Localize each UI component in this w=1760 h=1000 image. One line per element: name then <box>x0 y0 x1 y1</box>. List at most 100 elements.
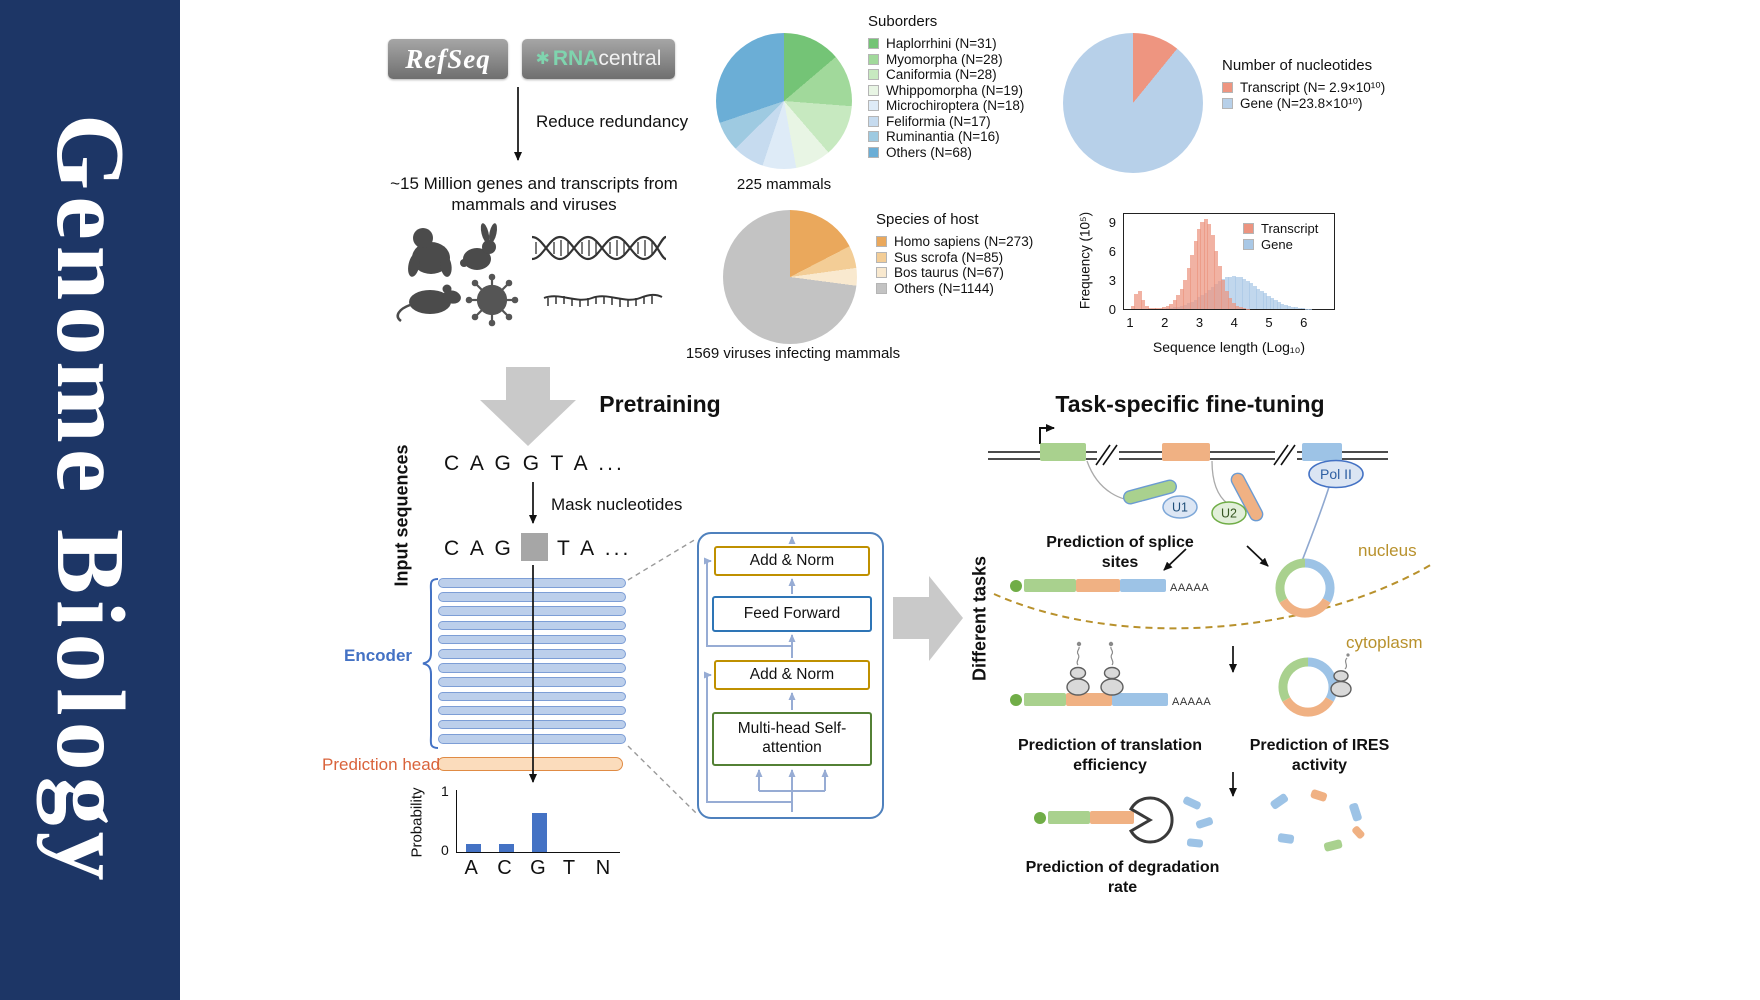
legend-swatch <box>868 69 879 80</box>
hist-xtick: 3 <box>1195 315 1204 330</box>
legend-item: Bos taurus (N=67) <box>876 266 1033 279</box>
circrna-nucleus <box>1275 558 1335 618</box>
encoder-layer <box>438 677 626 687</box>
hist-bar <box>1221 279 1226 309</box>
hist-bar <box>1148 307 1153 309</box>
hist-bar <box>1256 288 1261 309</box>
journal-title: Genome Biology <box>36 113 144 887</box>
encoder-stack <box>438 578 626 748</box>
host-legend-title: Species of host <box>876 211 979 228</box>
legend-label: Bos taurus (N=67) <box>894 265 1004 280</box>
encoder-layer <box>438 606 626 616</box>
dataset-size-line2: mammals and viruses <box>451 195 617 214</box>
dataset-size-line1: ~15 Million genes and transcripts from <box>390 174 678 193</box>
polya-tail: AAAAA <box>1170 582 1209 594</box>
legend-label: Transcript (N= 2.9×10¹⁰) <box>1240 80 1386 95</box>
hist-bar <box>1235 305 1240 309</box>
gene-track <box>988 424 1388 505</box>
nascent-peptide <box>1076 641 1114 666</box>
feed-forward-box: Feed Forward <box>712 596 872 632</box>
hist-bar <box>1297 307 1302 309</box>
legend-swatch <box>1243 223 1254 234</box>
nucleotides-legend: Number of nucleotides Transcript (N= 2.9… <box>1222 57 1385 112</box>
viruses-pie-caption: 1569 viruses infecting mammals <box>685 345 901 362</box>
legend-item: Others (N=1144) <box>876 281 1033 295</box>
hist-bar <box>1134 294 1139 309</box>
hist-xlabel: Sequence length (Log₁₀) <box>1152 339 1306 355</box>
legend-swatch <box>868 53 879 65</box>
rabbit-icon <box>460 223 498 270</box>
hist-bar <box>1245 280 1250 309</box>
hist-bar <box>1176 295 1181 309</box>
legend-item: Whippomorpha (N=19) <box>868 83 1024 97</box>
hist-bar <box>1200 221 1205 309</box>
legend-label: Others (N=68) <box>886 144 972 160</box>
virus-hosts-pie <box>723 210 857 344</box>
different-tasks-label: Different tasks <box>969 555 990 682</box>
mouse-icon <box>396 284 461 323</box>
prob-plot <box>456 790 620 853</box>
transformer-connections <box>704 536 829 812</box>
hist-bar <box>1273 300 1278 309</box>
mrna-cap <box>1010 694 1022 706</box>
encoder-layer <box>438 705 626 716</box>
hist-ylabel: Frequency (10⁵) <box>1077 211 1093 310</box>
host-species-legend: Species of host Homo sapiens (N=273) Sus… <box>876 211 1033 297</box>
hist-plot <box>1123 213 1335 310</box>
input-sequence-masked-left: C A G <box>444 537 514 560</box>
hist-bar <box>1165 305 1170 309</box>
hist-bar <box>1162 307 1167 309</box>
hist-xtick: 2 <box>1161 315 1169 330</box>
mammal-suborders-pie <box>716 33 852 169</box>
prob-ytick-1: 1 <box>441 783 449 799</box>
hist-bar <box>1151 308 1156 309</box>
task-ires-label: Prediction of IRES activity <box>1249 737 1390 774</box>
legend-label: Sus scrofa (N=85) <box>894 249 1004 265</box>
hist-xtick: 6 <box>1300 315 1308 330</box>
finetuning-title: Task-specific fine-tuning <box>1055 391 1325 417</box>
task-splice-label: Prediction of splice sites <box>1046 534 1194 571</box>
hist-xtick: 4 <box>1230 315 1238 330</box>
pol2-group: Pol II <box>1301 459 1364 562</box>
legend-item: Myomorpha (N=28) <box>868 52 1024 66</box>
legend-item: Others (N=68) <box>868 144 1024 160</box>
encoder-layer <box>438 734 626 744</box>
cytoplasm-label: cytoplasm <box>1346 633 1423 652</box>
hist-bar <box>1228 276 1233 309</box>
hist-bar <box>1294 307 1299 309</box>
zoom-connector-lines <box>627 538 697 814</box>
hist-bar <box>1144 306 1149 309</box>
encoder-layer <box>438 634 626 645</box>
legend-label: Gene <box>1261 236 1293 252</box>
journal-spine: Genome Biology <box>0 0 180 1000</box>
legend-swatch <box>1222 82 1233 93</box>
mask-token-box <box>521 533 548 561</box>
encoder-brace <box>422 578 439 749</box>
nuclease-pacman-icon <box>1128 796 1174 844</box>
rna-structure-icon <box>543 293 663 307</box>
task-translation-label: Prediction of translation efficiency <box>1017 737 1202 774</box>
multi-head-attention-box: Multi-head Self-attention <box>712 712 872 766</box>
hist-bar <box>1235 276 1240 309</box>
hist-bar <box>1224 290 1229 309</box>
legend-swatch <box>876 236 887 247</box>
hist-bar <box>1158 307 1163 309</box>
circrna-ires <box>1278 653 1352 717</box>
legend-swatch <box>868 100 879 111</box>
legend-swatch <box>1243 238 1254 250</box>
legend-label: Transcript <box>1261 221 1319 236</box>
hist-bar <box>1203 218 1208 309</box>
legend-item: Feliformia (N=17) <box>868 114 1024 128</box>
hist-bar <box>1169 303 1174 309</box>
legend-swatch <box>868 146 879 158</box>
prediction-head-bar <box>437 757 623 771</box>
input-sequences-label: Input sequences <box>391 444 412 587</box>
hist-ytick: 0 <box>1108 302 1116 317</box>
hist-bar <box>1217 266 1222 309</box>
prob-x-label: T <box>562 857 576 879</box>
legend-swatch <box>1222 97 1233 109</box>
spliceosome: U1 U2 <box>1122 472 1264 525</box>
hist-bar <box>1155 308 1160 309</box>
u1-label: U1 <box>1172 501 1188 515</box>
